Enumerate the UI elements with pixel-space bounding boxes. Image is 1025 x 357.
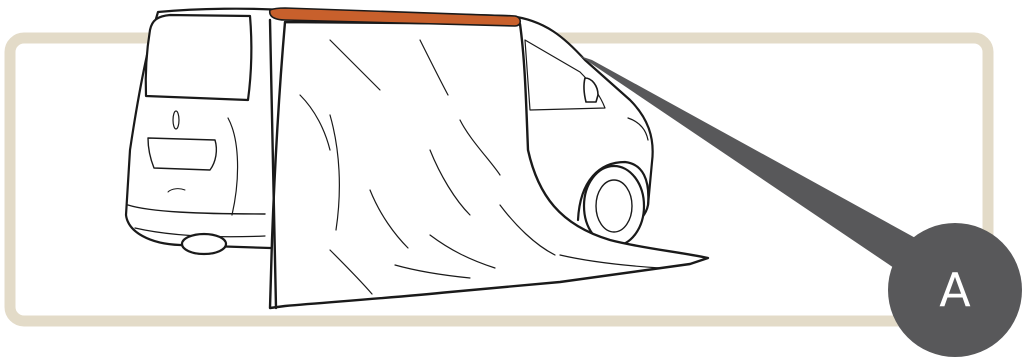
callout-label: A — [939, 263, 971, 317]
